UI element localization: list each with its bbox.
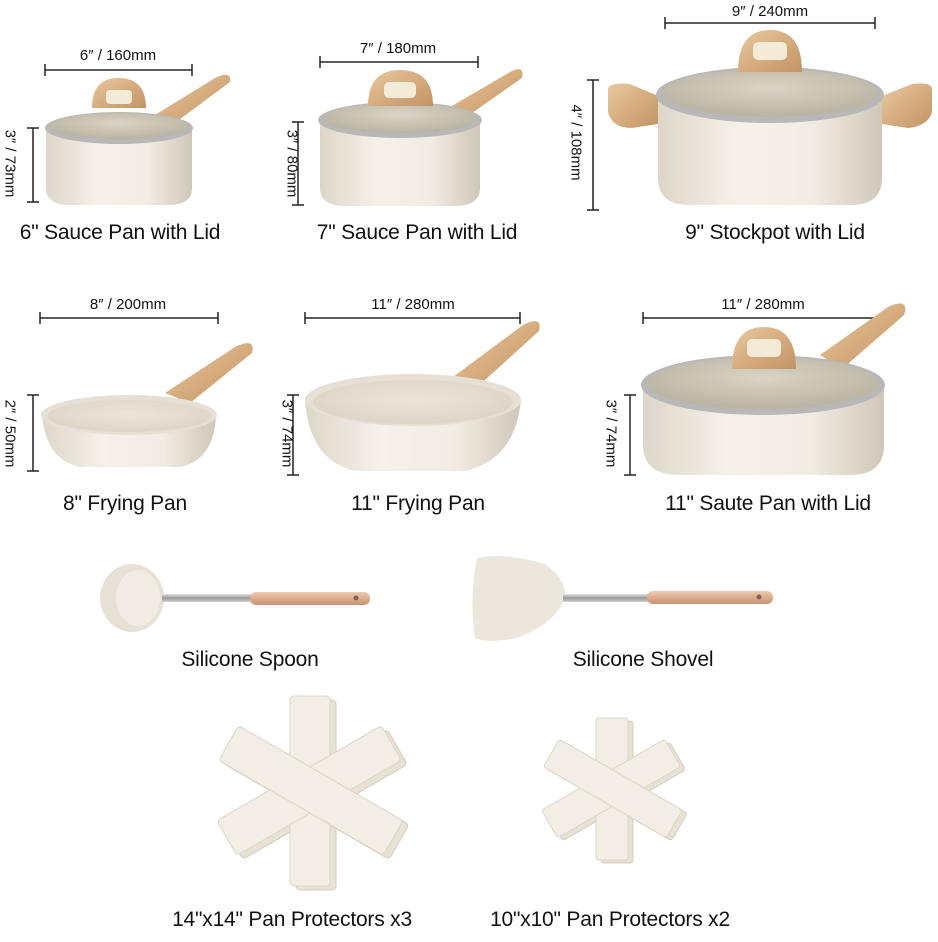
silicone-shovel-image bbox=[472, 556, 773, 641]
pan-protector-10-label: 10"x10" Pan Protectors x2 bbox=[490, 908, 730, 931]
sauce-pan-6-height-dim: 3″ / 73mm bbox=[1, 129, 19, 198]
pan-protector-10-image bbox=[542, 717, 687, 864]
silicone-shovel-label: Silicone Shovel bbox=[572, 648, 714, 671]
item-sauce-pan-7: 7″ / 180mm 3″ / 80mm 7" Sauce Pan with L… bbox=[270, 0, 570, 260]
frying-pan-11-image bbox=[287, 312, 540, 476]
sauce-pan-7-height-dim: 3″ / 80mm bbox=[283, 129, 301, 198]
frying-pan-11-width-dim: 11″ / 280mm bbox=[371, 296, 455, 313]
silicone-spoon-label: Silicone Spoon bbox=[181, 648, 319, 671]
saute-pan-11-height-dim: 3″ / 74mm bbox=[602, 399, 620, 468]
sauce-pan-6-image bbox=[27, 64, 231, 205]
sauce-pan-7-image bbox=[292, 56, 523, 206]
item-pan-protector-10: 10"x10" Pan Protectors x2 bbox=[470, 690, 770, 942]
saute-pan-11-image bbox=[624, 303, 906, 476]
stockpot-9-label: 9" Stockpot with Lid bbox=[685, 221, 865, 244]
frying-pan-11-height-dim: 3″ / 74mm bbox=[278, 399, 296, 468]
pan-protector-14-label: 14"x14" Pan Protectors x3 bbox=[172, 908, 412, 931]
saute-pan-11-width-dim: 11″ / 280mm bbox=[721, 296, 805, 313]
frying-pan-8-label: 8" Frying Pan bbox=[63, 492, 187, 515]
stockpot-9-height-dim: 4″ / 108mm bbox=[567, 104, 585, 181]
stockpot-9-image bbox=[587, 17, 932, 211]
item-sauce-pan-6: 6″ / 160mm 3″ / 73mm 6" Sauce Pan with L… bbox=[0, 0, 300, 260]
pan-protector-14-image bbox=[217, 695, 409, 891]
item-saute-pan-11: 11″ / 280mm 3″ / 74mm 11" Saute Pan with… bbox=[580, 285, 938, 525]
sauce-pan-7-label: 7" Sauce Pan with Lid bbox=[316, 221, 518, 244]
sauce-pan-7-width-dim: 7″ / 180mm bbox=[359, 40, 437, 57]
item-silicone-shovel: Silicone Shovel bbox=[465, 550, 785, 680]
saute-pan-11-label: 11" Saute Pan with Lid bbox=[665, 492, 871, 515]
silicone-spoon-image bbox=[100, 564, 370, 632]
frying-pan-8-width-dim: 8″ / 200mm bbox=[89, 296, 167, 313]
frying-pan-8-height-dim: 2″ / 50mm bbox=[1, 399, 19, 468]
item-frying-pan-11: 11″ / 280mm 3″ / 74mm 11" Frying Pan bbox=[265, 285, 565, 525]
frying-pan-11-label: 11" Frying Pan bbox=[351, 492, 485, 515]
stockpot-9-width-dim: 9″ / 240mm bbox=[731, 3, 809, 20]
item-frying-pan-8: 8″ / 200mm 2″ / 50mm 8" Frying Pan bbox=[0, 285, 280, 525]
item-stockpot-9: 9″ / 240mm 4″ / 108mm 9" Stockpot with L… bbox=[560, 0, 938, 260]
item-pan-protector-14: 14"x14" Pan Protectors x3 bbox=[150, 690, 470, 942]
sauce-pan-6-label: 6" Sauce Pan with Lid bbox=[19, 221, 221, 244]
frying-pan-8-image bbox=[27, 312, 253, 472]
item-silicone-spoon: Silicone Spoon bbox=[90, 550, 390, 680]
sauce-pan-6-width-dim: 6″ / 160mm bbox=[79, 47, 157, 64]
